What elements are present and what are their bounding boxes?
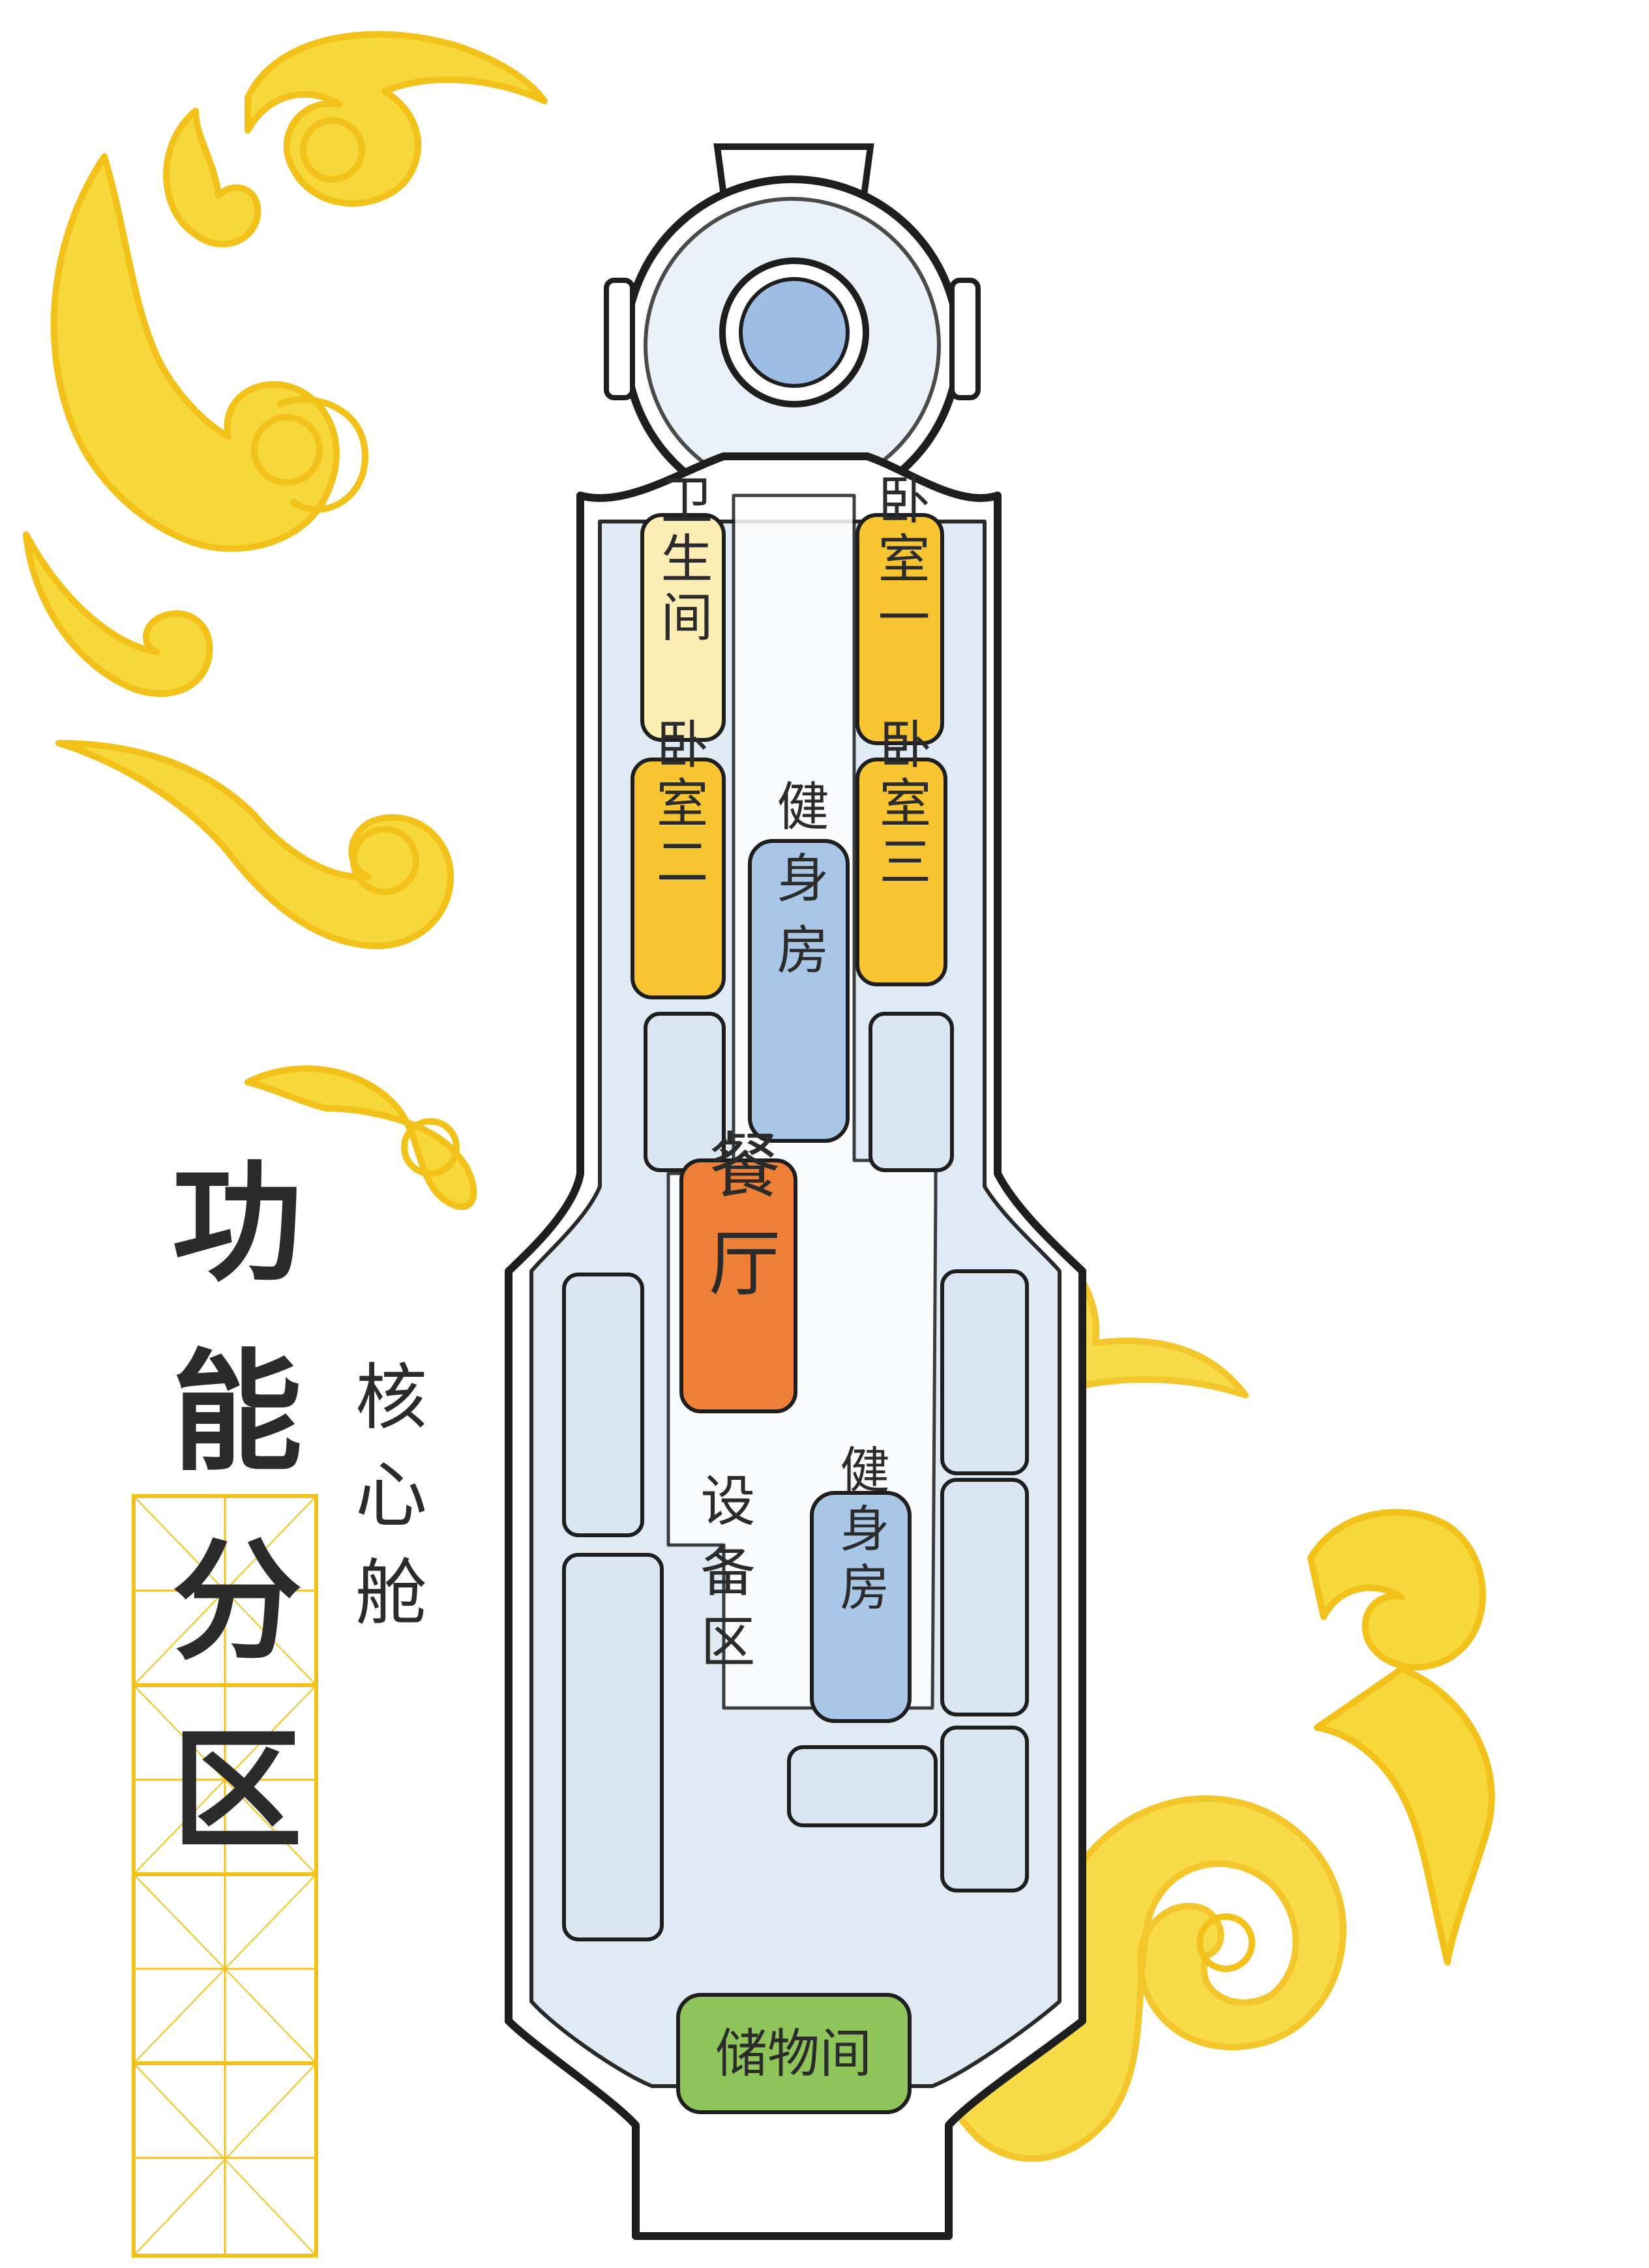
zone-bedroom-1 (855, 513, 944, 745)
zone-bedroom-2-label: 卧室二 (648, 717, 709, 893)
storage-panel (562, 1273, 644, 1537)
title-grid (132, 1494, 318, 2258)
zone-bedroom-3-label: 卧室三 (871, 717, 932, 893)
cloud-top-tail (163, 108, 261, 248)
cloud-right-lower-tail (1314, 1666, 1495, 1966)
zone-equipment-label: 设备区 (692, 1472, 756, 1683)
cloud-top (245, 31, 548, 207)
zone-bedroom-1-label: 卧室一 (870, 473, 930, 649)
zone-dining (679, 1158, 797, 1413)
zone-gym-2-label: 健身房 (832, 1444, 890, 1620)
zone-gym-1-label: 健身房 (769, 779, 829, 994)
storage-panel (940, 1269, 1029, 1475)
main-title: 功能分区 (149, 1154, 301, 1910)
cloud-left-small (245, 1065, 477, 1211)
storage-panel (869, 1012, 954, 1172)
zone-dining-label: 餐厅 (696, 1128, 780, 1323)
side-title: 核心舱 (343, 1359, 426, 1653)
zone-storage (676, 1993, 912, 2114)
cloud-right-lower (1307, 1509, 1486, 1671)
functional-zones: 卫生间 卧室一 卧室二 卧室三 健身房 餐厅 健身房 储物间 (631, 473, 947, 2114)
storage-panel (940, 1726, 1029, 1892)
storage-panel (787, 1745, 938, 1827)
zone-bathroom (640, 513, 726, 742)
storage-panel (940, 1478, 1029, 1716)
cloud-left-large (50, 153, 340, 552)
zone-bedroom-2 (631, 758, 726, 999)
cloud-left-lower (55, 740, 454, 950)
zone-bedroom-3 (855, 758, 947, 986)
zone-gym-1 (748, 839, 850, 1143)
storage-panel (562, 1553, 664, 1941)
zone-storage-label: 储物间 (715, 2024, 872, 2084)
zone-gym-2 (810, 1491, 912, 1723)
zone-bathroom-label: 卫生间 (653, 473, 713, 649)
cloud-left-middle (23, 531, 213, 697)
